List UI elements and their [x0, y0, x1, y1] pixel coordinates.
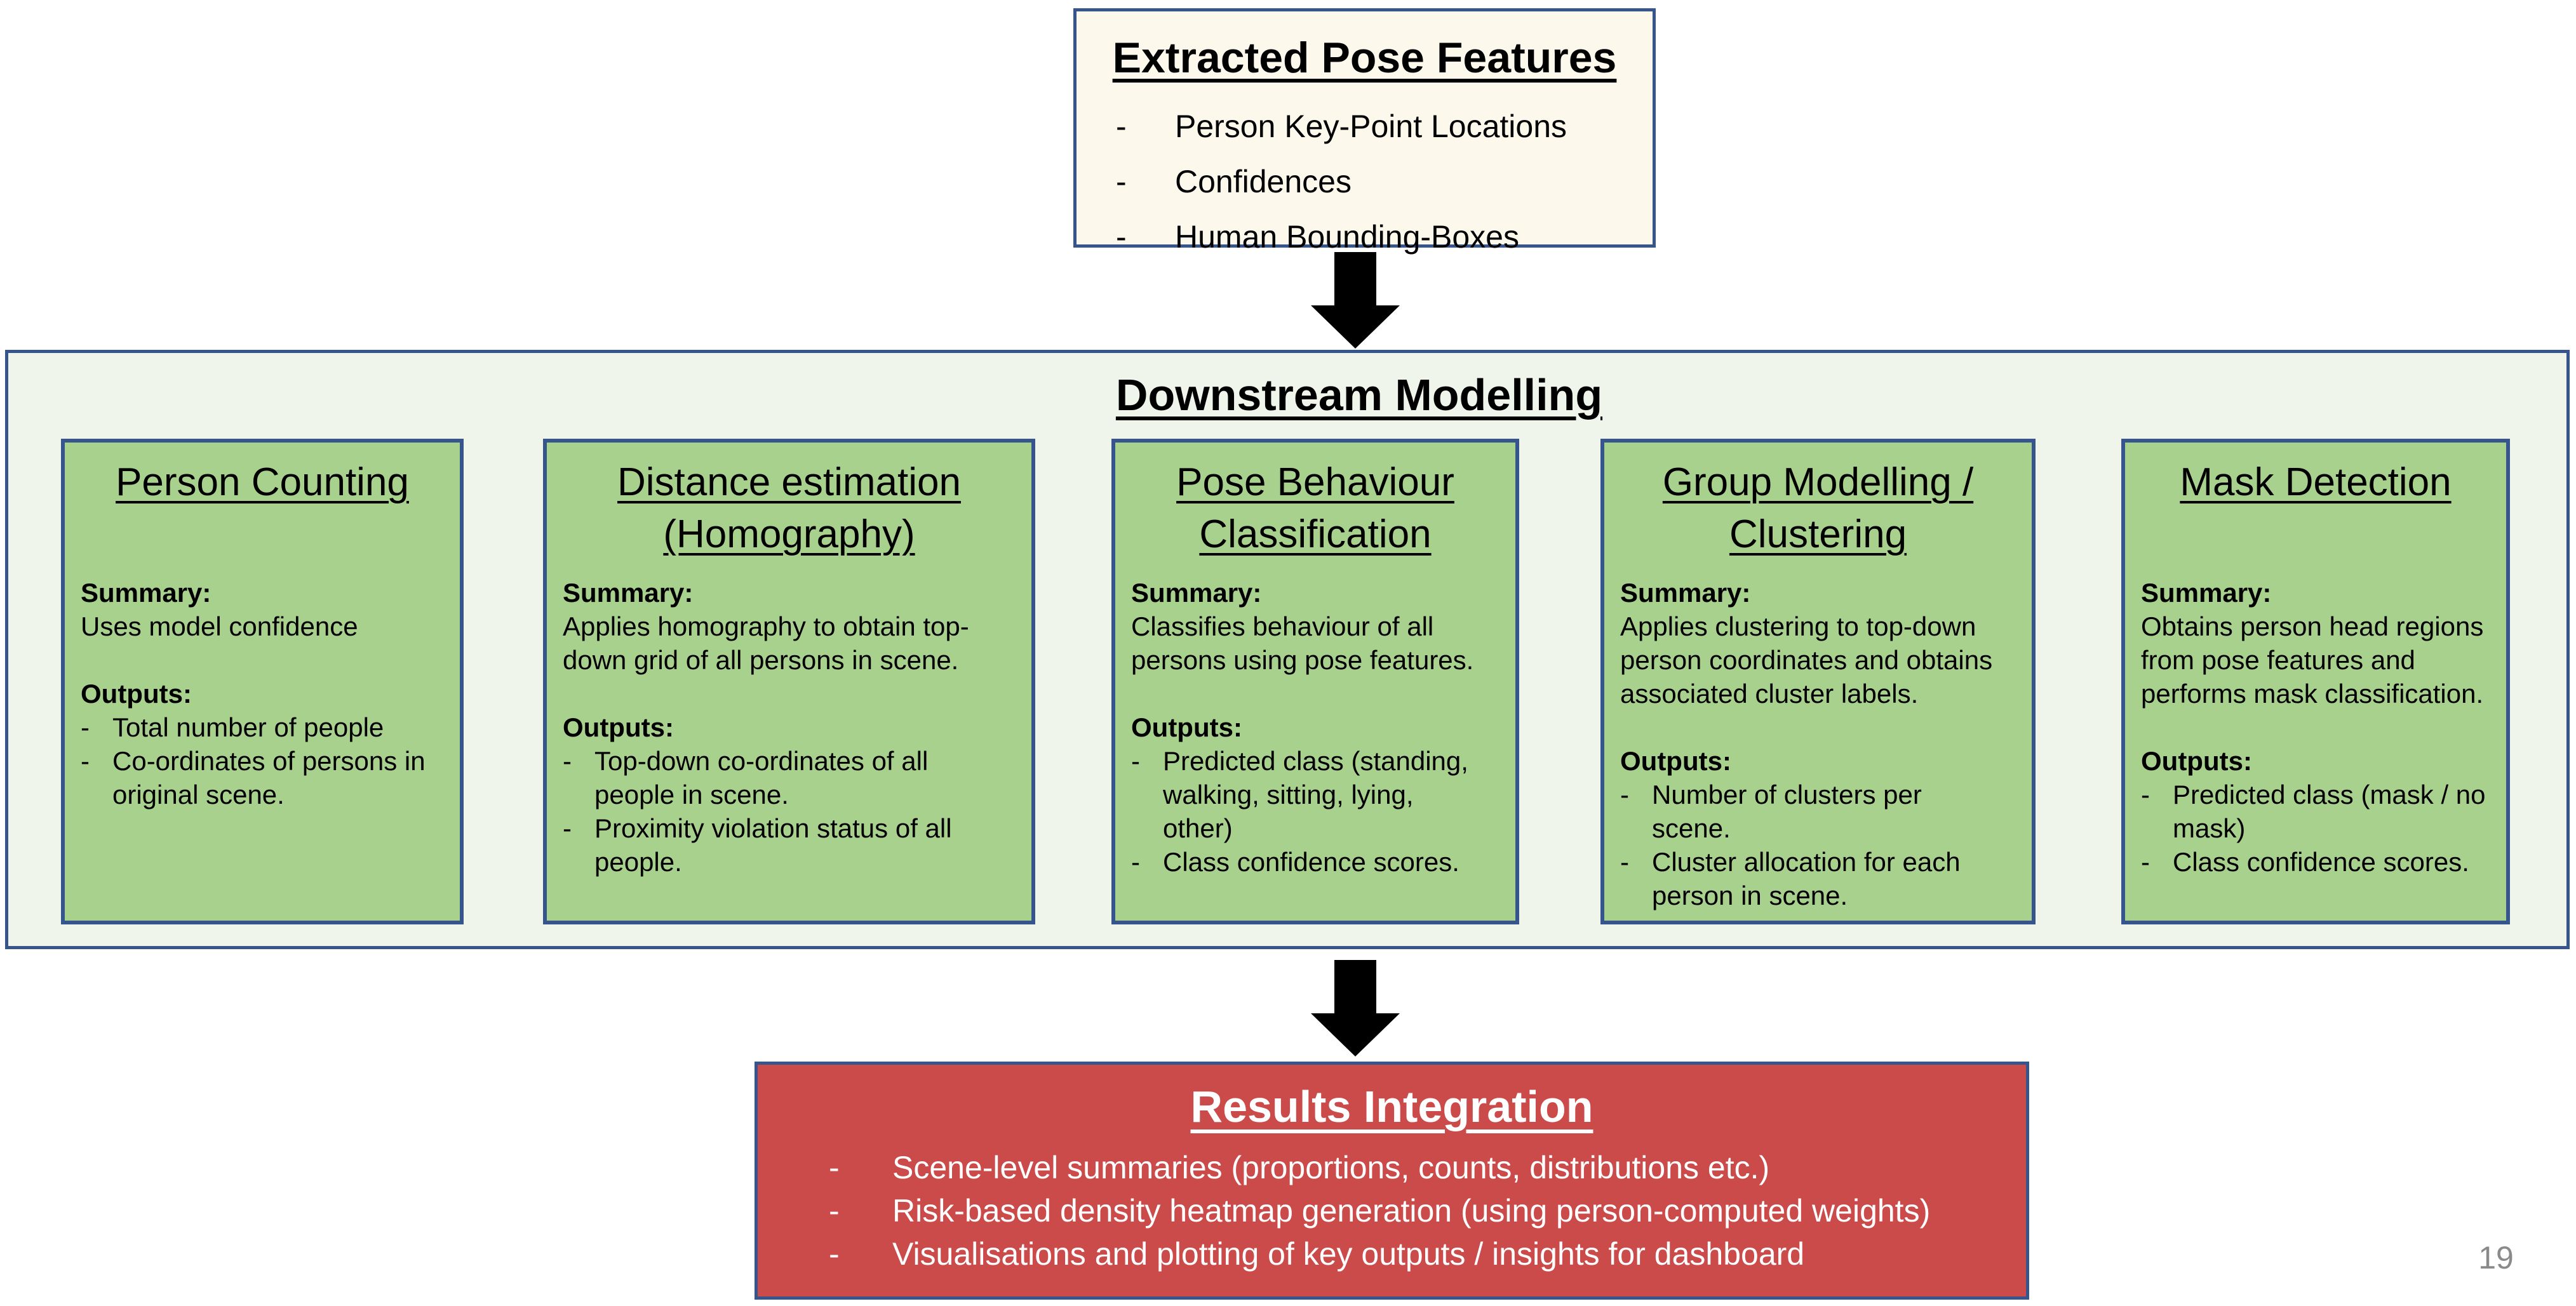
summary-label: Summary: [1620, 578, 1751, 608]
outputs-list: Top-down co-ordinates of all people in s… [563, 744, 1023, 879]
module-title: Person Counting [116, 460, 409, 504]
module-group-modelling-clustering: Group Modelling / Clustering Summary: Ap… [1600, 439, 2036, 924]
list-item: Predicted class (mask / no mask) [2141, 778, 2497, 845]
outputs-label: Outputs: [563, 712, 674, 742]
list-item: Top-down co-ordinates of all people in s… [563, 744, 1023, 811]
module-body: Summary: Classifies behaviour of all per… [1115, 576, 1515, 879]
results-integration-box: Results Integration Scene-level summarie… [755, 1062, 2029, 1300]
summary-label: Summary: [81, 578, 211, 608]
outputs-list: Predicted class (mask / no mask) Class c… [2141, 778, 2497, 879]
list-item: Class confidence scores. [1131, 845, 1506, 879]
summary-text: Uses model confidence [81, 611, 358, 641]
list-item: Proximity violation status of all people… [563, 811, 1023, 879]
module-title: Mask Detection [2180, 460, 2452, 504]
results-integration-title: Results Integration [1190, 1082, 1593, 1131]
downstream-modelling-title: Downstream Modelling [1115, 370, 1603, 420]
results-integration-list: Scene-level summaries (proportions, coun… [758, 1146, 2026, 1276]
extracted-pose-features-list: Person Key-Point Locations Confidences H… [1077, 99, 1653, 265]
module-body: Summary: Obtains person head regions fro… [2125, 576, 2506, 879]
list-item: Human Bounding-Boxes [1077, 210, 1653, 265]
downstream-modelling-panel: Downstream Modelling Person Counting Sum… [5, 350, 2570, 949]
module-distance-estimation: Distance estimation (Homography) Summary… [543, 439, 1035, 924]
outputs-label: Outputs: [1620, 746, 1731, 776]
list-item: Total number of people [81, 710, 451, 744]
summary-label: Summary: [1131, 578, 1262, 608]
arrow-down-icon [1311, 252, 1400, 349]
module-pose-behaviour-classification: Pose Behaviour Classification Summary: C… [1111, 439, 1519, 924]
list-item: Class confidence scores. [2141, 845, 2497, 879]
page-number: 19 [2478, 1240, 2514, 1276]
list-item: Person Key-Point Locations [1077, 99, 1653, 154]
module-title: Group Modelling / Clustering [1662, 460, 1974, 556]
list-item: Risk-based density heatmap generation (u… [758, 1189, 2026, 1232]
list-item: Co-ordinates of persons in original scen… [81, 744, 451, 811]
extracted-pose-features-box: Extracted Pose Features Person Key-Point… [1073, 8, 1656, 265]
list-item: Confidences [1077, 154, 1653, 210]
outputs-list: Predicted class (standing, walking, sitt… [1131, 744, 1506, 879]
summary-text: Applies clustering to top-down person co… [1620, 611, 1993, 709]
outputs-label: Outputs: [1131, 712, 1242, 742]
module-body: Summary: Uses model confidence Outputs: … [65, 576, 460, 811]
summary-label: Summary: [2141, 578, 2272, 608]
list-item: Number of clusters per scene. [1620, 778, 2023, 845]
list-item: Predicted class (standing, walking, sitt… [1131, 744, 1506, 845]
list-item: Cluster allocation for each person in sc… [1620, 845, 2023, 912]
summary-label: Summary: [563, 578, 694, 608]
outputs-list: Total number of people Co-ordinates of p… [81, 710, 451, 811]
outputs-label: Outputs: [81, 679, 192, 709]
outputs-label: Outputs: [2141, 746, 2252, 776]
module-title: Pose Behaviour Classification [1176, 460, 1454, 556]
list-item: Visualisations and plotting of key outpu… [758, 1232, 2026, 1276]
outputs-list: Number of clusters per scene. Cluster al… [1620, 778, 2023, 912]
module-mask-detection: Mask Detection Summary: Obtains person h… [2121, 439, 2510, 924]
module-body: Summary: Applies clustering to top-down … [1604, 576, 2032, 912]
module-title: Distance estimation (Homography) [617, 460, 962, 556]
module-body: Summary: Applies homography to obtain to… [547, 576, 1031, 879]
extracted-pose-features-title: Extracted Pose Features [1112, 34, 1617, 82]
list-item: Scene-level summaries (proportions, coun… [758, 1146, 2026, 1189]
module-person-counting: Person Counting Summary: Uses model conf… [61, 439, 464, 924]
summary-text: Classifies behaviour of all persons usin… [1131, 611, 1474, 675]
arrow-down-icon [1311, 960, 1400, 1056]
summary-text: Obtains person head regions from pose fe… [2141, 611, 2484, 709]
summary-text: Applies homography to obtain top- down g… [563, 611, 969, 675]
